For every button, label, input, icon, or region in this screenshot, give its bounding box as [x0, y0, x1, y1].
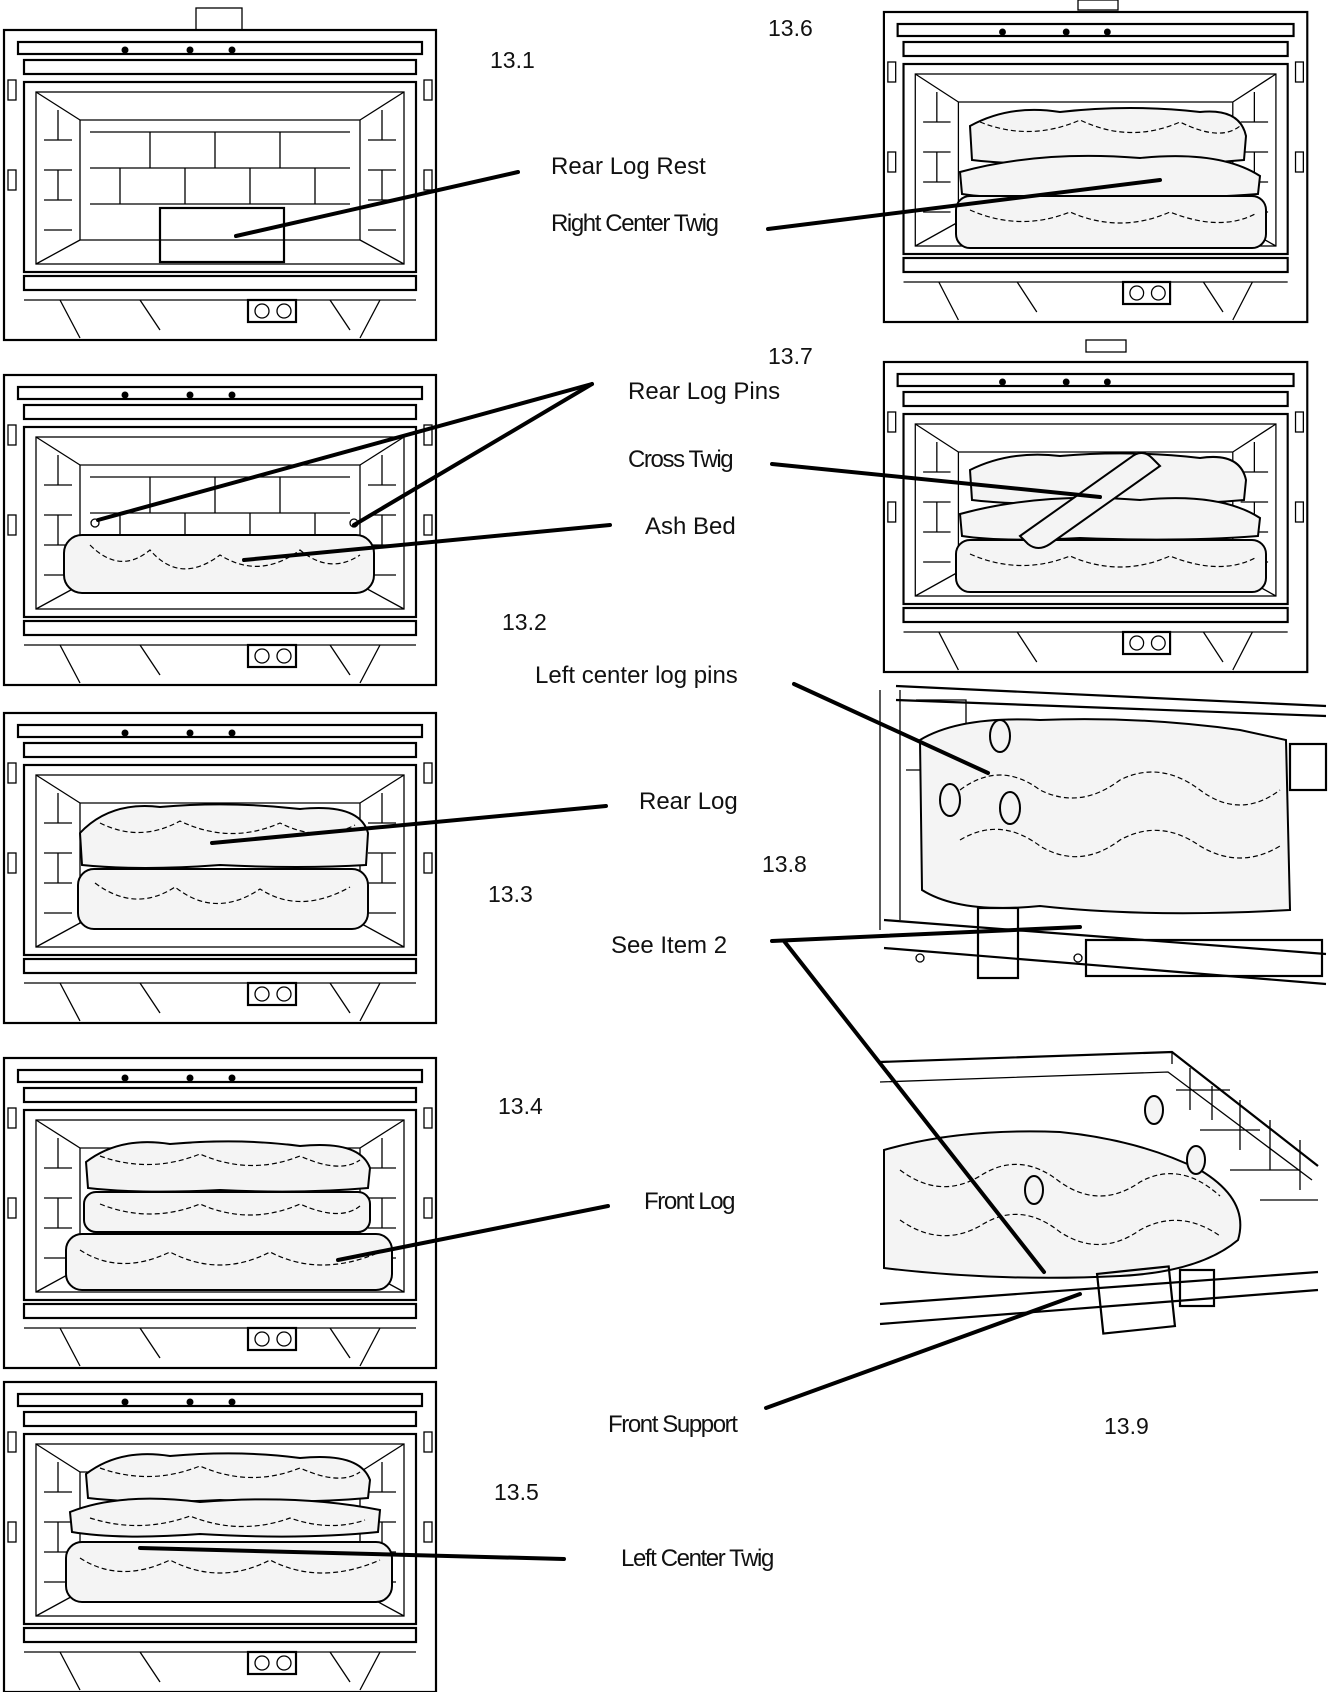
figure-13-6: 13.6: [768, 15, 813, 41]
leader-left-center-log-pins: [792, 682, 990, 775]
leader-rear-log-pins-a: [96, 382, 594, 522]
fireplace-13-3: [2, 711, 438, 1025]
figure-13-9: 13.9: [1104, 1413, 1149, 1439]
figure-numbers: 13.1 13.2 13.3 13.4 13.5 13.6 13.7 13.8 …: [488, 15, 1149, 1505]
leader-see-item-2-b: [782, 939, 1046, 1274]
label-rear-log-rest: Rear Log Rest: [551, 153, 706, 180]
closeup-13-9: [879, 1050, 1319, 1335]
figure-13-5: 13.5: [494, 1479, 539, 1505]
leader-left-center-twig: [138, 1546, 566, 1561]
label-left-center-twig: Left Center Twig: [621, 1545, 773, 1572]
fireplace-13-4: [2, 1056, 438, 1370]
leader-front-support: [764, 1292, 1082, 1410]
leader-ash-bed: [242, 523, 612, 562]
figure-13-3: 13.3: [488, 881, 533, 907]
label-see-item-2: See Item 2: [611, 932, 727, 959]
callout-labels: Rear Log Rest Right Center Twig Rear Log…: [535, 153, 780, 1572]
leader-front-log: [336, 1204, 610, 1262]
fireplace-13-1: [2, 7, 438, 342]
leader-lines: [96, 170, 1162, 1561]
label-left-center-log-pins: Left center log pins: [535, 662, 738, 689]
fireplace-13-5: [2, 1380, 438, 1692]
figure-13-1: 13.1: [490, 47, 535, 73]
closeup-13-8: [879, 684, 1328, 986]
leader-see-item-2-a: [770, 925, 1082, 943]
fireplace-13-7: [882, 339, 1309, 674]
label-ash-bed: Ash Bed: [645, 513, 736, 540]
figure-13-7: 13.7: [768, 343, 813, 369]
label-cross-twig: Cross Twig: [628, 446, 732, 473]
label-front-log: Front Log: [644, 1188, 734, 1215]
leader-cross-twig: [770, 462, 1102, 499]
label-rear-log-pins: Rear Log Pins: [628, 378, 780, 405]
fireplace-13-6: [882, 0, 1309, 324]
fireplace-13-2: [2, 373, 438, 687]
leader-rear-log-rest: [234, 170, 520, 238]
label-right-center-twig: Right Center Twig: [551, 210, 718, 237]
leader-right-center-twig: [766, 178, 1162, 231]
figure-13-8: 13.8: [762, 851, 807, 877]
label-front-support: Front Support: [608, 1411, 738, 1438]
label-rear-log: Rear Log: [639, 788, 738, 815]
leader-rear-log: [210, 804, 608, 845]
figure-13-2: 13.2: [502, 609, 547, 635]
figure-13-4: 13.4: [498, 1093, 543, 1119]
leader-rear-log-pins-b: [352, 382, 594, 527]
